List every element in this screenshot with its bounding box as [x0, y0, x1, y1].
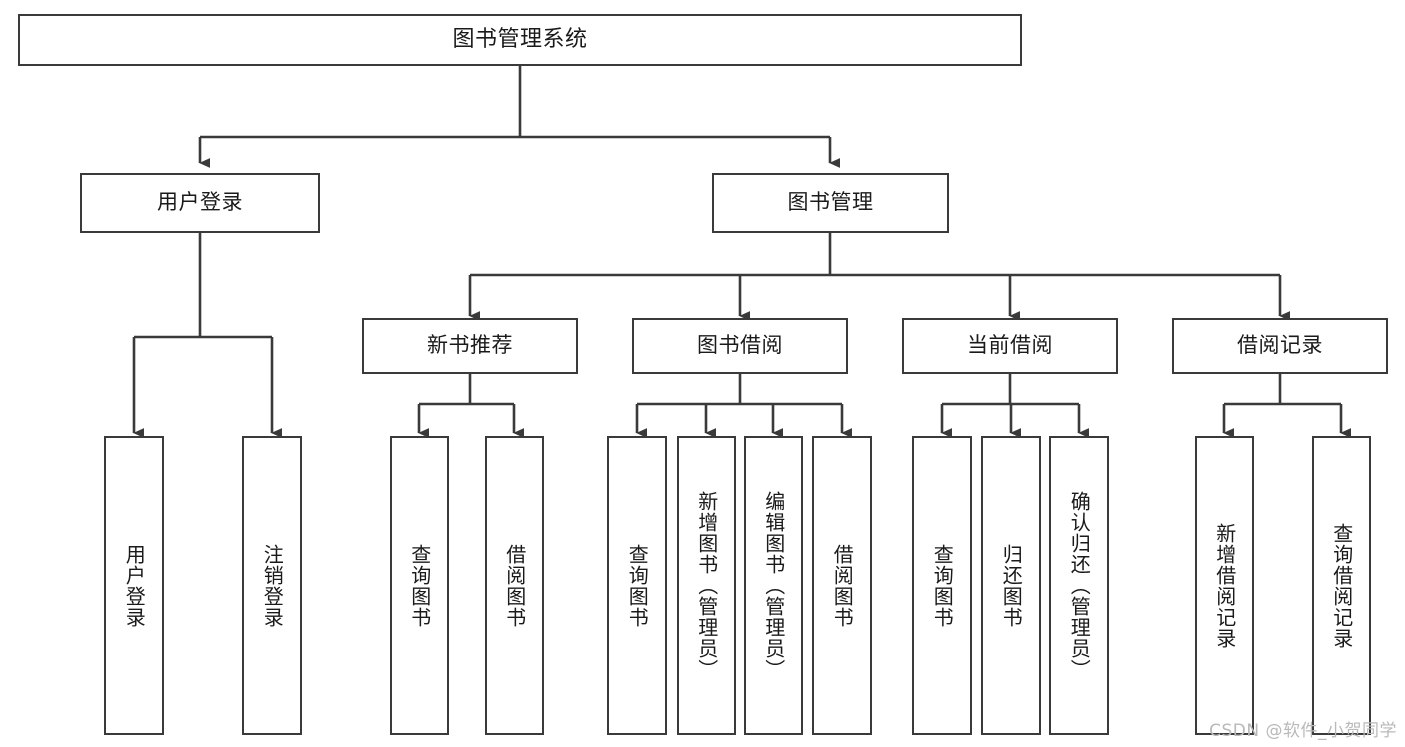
node-leaf-borrow-book-2-label: 借阅图书: [830, 543, 855, 628]
node-leaf-return-book[interactable]: 归还图书: [981, 436, 1041, 735]
node-root[interactable]: 图书管理系统: [18, 14, 1022, 66]
node-book-manage-label: 图书管理: [787, 190, 874, 215]
node-new-book-rec[interactable]: 新书推荐: [362, 318, 578, 374]
node-book-manage[interactable]: 图书管理: [712, 173, 949, 233]
node-current-borrow-label: 当前借阅: [967, 333, 1053, 358]
node-leaf-user-login-label: 用户登录: [122, 543, 147, 628]
node-leaf-query-book-2[interactable]: 查询图书: [607, 436, 667, 735]
node-leaf-add-book[interactable]: 新增图书（管理员）: [677, 436, 736, 735]
node-leaf-return-book-label: 归还图书: [999, 543, 1024, 628]
node-leaf-confirm-return-label: 确认归还（管理员）: [1067, 491, 1092, 680]
node-user-login-label: 用户登录: [157, 190, 243, 215]
node-borrow-record[interactable]: 借阅记录: [1172, 318, 1388, 374]
node-current-borrow[interactable]: 当前借阅: [902, 318, 1118, 374]
node-leaf-query-record-label: 查询借阅记录: [1329, 522, 1354, 649]
node-new-book-rec-label: 新书推荐: [427, 333, 513, 358]
node-leaf-logout-label: 注销登录: [260, 543, 285, 628]
node-leaf-add-book-label: 新增图书（管理员）: [694, 491, 719, 680]
node-leaf-query-book-1-label: 查询图书: [407, 543, 432, 628]
node-user-login[interactable]: 用户登录: [80, 173, 320, 233]
node-leaf-query-book-1[interactable]: 查询图书: [390, 436, 449, 735]
node-leaf-add-record[interactable]: 新增借阅记录: [1195, 436, 1254, 735]
node-leaf-logout[interactable]: 注销登录: [242, 436, 302, 735]
node-book-borrow-label: 图书借阅: [697, 333, 783, 358]
node-leaf-borrow-book-1[interactable]: 借阅图书: [485, 436, 544, 735]
node-leaf-user-login[interactable]: 用户登录: [104, 436, 164, 735]
node-leaf-query-book-3-label: 查询图书: [930, 543, 955, 628]
watermark: CSDN @软件_小贺同学: [1209, 721, 1397, 741]
node-book-borrow[interactable]: 图书借阅: [632, 318, 848, 374]
node-leaf-borrow-book-2[interactable]: 借阅图书: [812, 436, 872, 735]
node-borrow-record-label: 借阅记录: [1237, 333, 1323, 358]
node-leaf-add-record-label: 新增借阅记录: [1212, 522, 1237, 649]
node-root-label: 图书管理系统: [452, 26, 588, 52]
node-leaf-query-book-2-label: 查询图书: [625, 543, 650, 628]
node-leaf-edit-book-label: 编辑图书（管理员）: [761, 491, 786, 680]
node-leaf-borrow-book-1-label: 借阅图书: [502, 543, 527, 628]
node-leaf-confirm-return[interactable]: 确认归还（管理员）: [1049, 436, 1109, 735]
node-leaf-query-record[interactable]: 查询借阅记录: [1312, 436, 1371, 735]
node-leaf-edit-book[interactable]: 编辑图书（管理员）: [744, 436, 803, 735]
node-leaf-query-book-3[interactable]: 查询图书: [912, 436, 972, 735]
